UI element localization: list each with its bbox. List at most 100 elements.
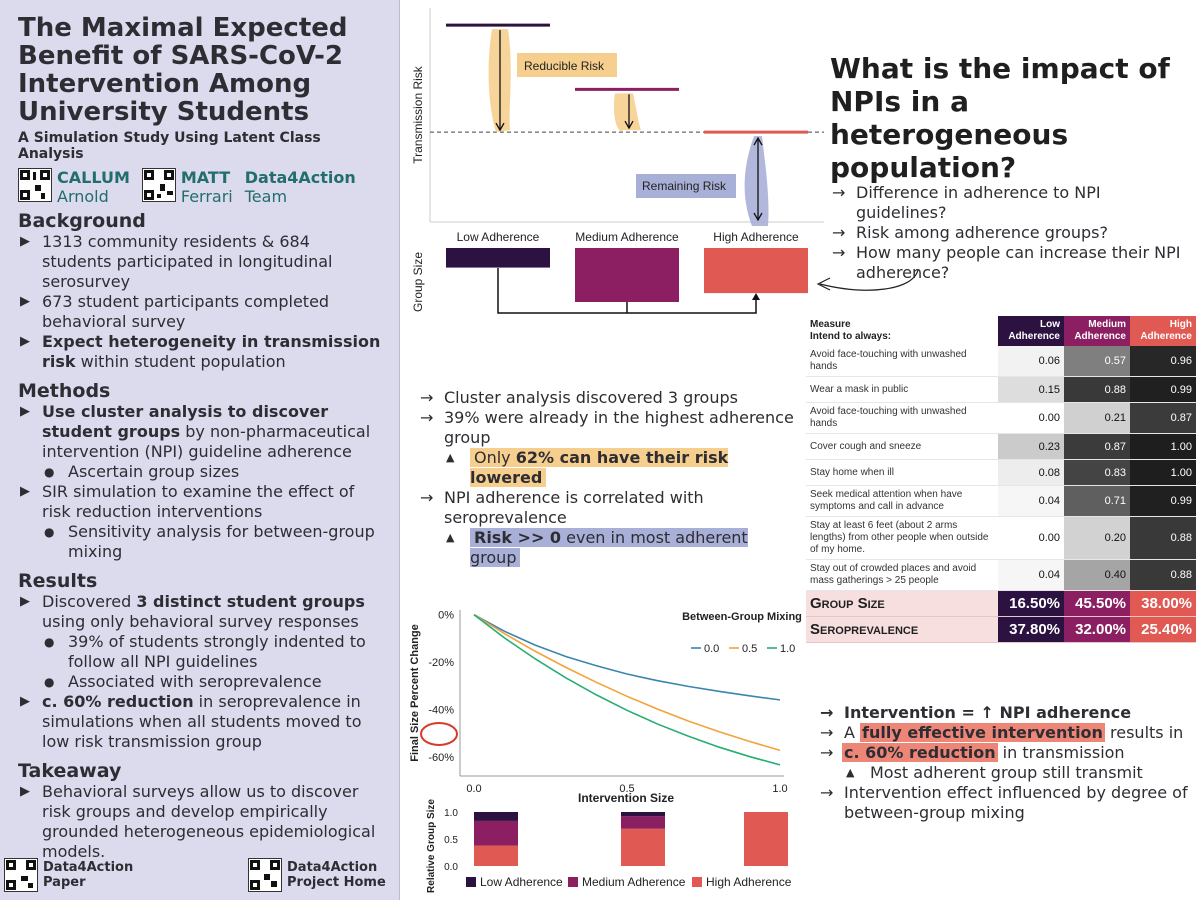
table-cell: 0.00: [998, 516, 1064, 560]
stacked-bar-segment: [621, 828, 665, 866]
list-item: Risk >> 0 even in most adherent group: [418, 528, 798, 568]
legend-entry: Low Adherence: [480, 875, 563, 889]
y-tick-label: 0.0: [444, 862, 458, 873]
relative-group-size-chart: Relative Group Size 1.00.50.0 Low Adhere…: [426, 799, 792, 893]
methods-list: Use cluster analysis to discover student…: [18, 402, 381, 562]
table-cell: 25.40%: [1130, 616, 1196, 643]
impact-heading: What is the impact of NPIs in a heteroge…: [830, 52, 1170, 184]
section-takeaway-heading: Takeaway: [18, 760, 122, 782]
table-cell: 0.99: [1130, 376, 1196, 403]
remaining-risk-brush: [744, 136, 769, 226]
table-cell: 0.04: [998, 559, 1064, 591]
takeaway-list: Behavioral surveys allow us to discover …: [18, 782, 381, 862]
list-item: How many people can increase their NPI a…: [830, 243, 1196, 283]
y-tick-label: -20%: [428, 657, 454, 669]
list-item: Difference in adherence to NPI guideline…: [830, 183, 1196, 223]
table-header-medium: Medium Adherence: [1064, 316, 1130, 346]
reducible-arrow-head: [495, 122, 505, 132]
table-cell: 37.80%: [998, 616, 1064, 643]
highlight-circle: [420, 722, 458, 746]
bar-ylabel: Relative Group Size: [426, 799, 437, 893]
findings-list: Cluster analysis discovered 3 groups 39%…: [418, 388, 798, 568]
series-line: [473, 614, 781, 752]
list-item: Use cluster analysis to discover student…: [18, 402, 381, 462]
list-item: NPI adherence is correlated with seropre…: [418, 488, 798, 528]
author-last-name: Team: [244, 187, 288, 206]
table-row: Seek medical attention when have symptom…: [806, 485, 1196, 517]
home-label-line2: Project Home: [287, 875, 386, 890]
stacked-bar-segment: [744, 812, 788, 866]
row-label: Group Size: [806, 590, 998, 617]
row-label: Seek medical attention when have symptom…: [806, 485, 998, 517]
legend-entry: 1.0: [780, 643, 795, 655]
y-tick-label: 0.5: [444, 835, 458, 846]
table-cell: 0.06: [998, 346, 1064, 377]
groupsize-ylabel: Group Size: [411, 252, 425, 312]
table-cell: 0.88: [1130, 516, 1196, 560]
list-item: Risk among adherence groups?: [830, 223, 1196, 243]
final-size-line-chart: Final Size Percent Change Intervention S…: [409, 610, 802, 805]
table-row: Stay at least 6 feet (about 2 arms lengt…: [806, 516, 1196, 560]
qr-code-icon[interactable]: [18, 168, 52, 202]
annotation-reducible-risk: Reducible Risk: [524, 59, 605, 73]
author-first-name: MATT: [180, 168, 231, 187]
table-cell: 16.50%: [998, 590, 1064, 617]
table-cell: 0.87: [1130, 402, 1196, 434]
table-cell: 0.04: [998, 485, 1064, 517]
list-item: Expect heterogeneity in transmission ris…: [18, 332, 381, 372]
table-cell: 0.96: [1130, 346, 1196, 377]
x-tick-label: 1.0: [772, 783, 787, 795]
table-cell: 0.15: [998, 376, 1064, 403]
qr-code-icon[interactable]: [141, 168, 176, 202]
legend-entry: 0.0: [704, 643, 719, 655]
table-cell: 1.00: [1130, 433, 1196, 460]
remaining-arrow-head: [753, 212, 763, 222]
author-last-name: Ferrari: [180, 187, 233, 206]
paper-label-line2: Paper: [43, 875, 86, 890]
table-cell: 0.08: [998, 459, 1064, 486]
poster-sidebar: The Maximal Expected Benefit of SARS-CoV…: [0, 0, 400, 900]
legend-entry: 0.5: [742, 643, 757, 655]
legend-entry: Medium Adherence: [582, 875, 686, 889]
list-item: 39% were already in the highest adherenc…: [418, 408, 798, 448]
section-methods-heading: Methods: [18, 380, 111, 402]
list-item: Intervention = ↑ NPI adherence: [818, 703, 1196, 723]
legend-title: Between-Group Mixing: [682, 611, 802, 623]
table-cell: 0.40: [1064, 559, 1130, 591]
y-tick-label: 0%: [438, 610, 454, 622]
author-first-name: Data4Action: [244, 168, 356, 187]
stacked-bar-segment: [474, 820, 518, 846]
table-cell: 0.71: [1064, 485, 1130, 517]
y-tick-label: -60%: [428, 752, 454, 764]
section-results-heading: Results: [18, 570, 98, 592]
stacked-bar-segment: [621, 812, 665, 817]
question-list: Difference in adherence to NPI guideline…: [830, 183, 1196, 283]
stacked-bar-segment: [474, 812, 518, 821]
table-cell: 0.88: [1064, 376, 1130, 403]
remaining-arrow-head: [753, 136, 763, 146]
paper-label-line1: Data4Action: [43, 860, 134, 875]
list-item: Ascertain group sizes: [18, 462, 381, 482]
legend-swatch: [466, 877, 476, 887]
list-item: 39% of students strongly indented to fol…: [18, 632, 381, 672]
author-last-name: Arnold: [57, 187, 109, 206]
x-tick-label: 0.0: [466, 783, 481, 795]
section-background-heading: Background: [18, 210, 146, 232]
risk-ylabel: Transmission Risk: [411, 65, 425, 164]
connector-arrow-head: [752, 293, 760, 300]
results-list: Discovered 3 distinct student groups usi…: [18, 592, 381, 752]
category-label: Medium Adherence: [575, 230, 679, 244]
table-cell: 0.99: [1130, 485, 1196, 517]
list-item: Behavioral surveys allow us to discover …: [18, 782, 381, 862]
list-item: A fully effective intervention results i…: [818, 723, 1196, 743]
